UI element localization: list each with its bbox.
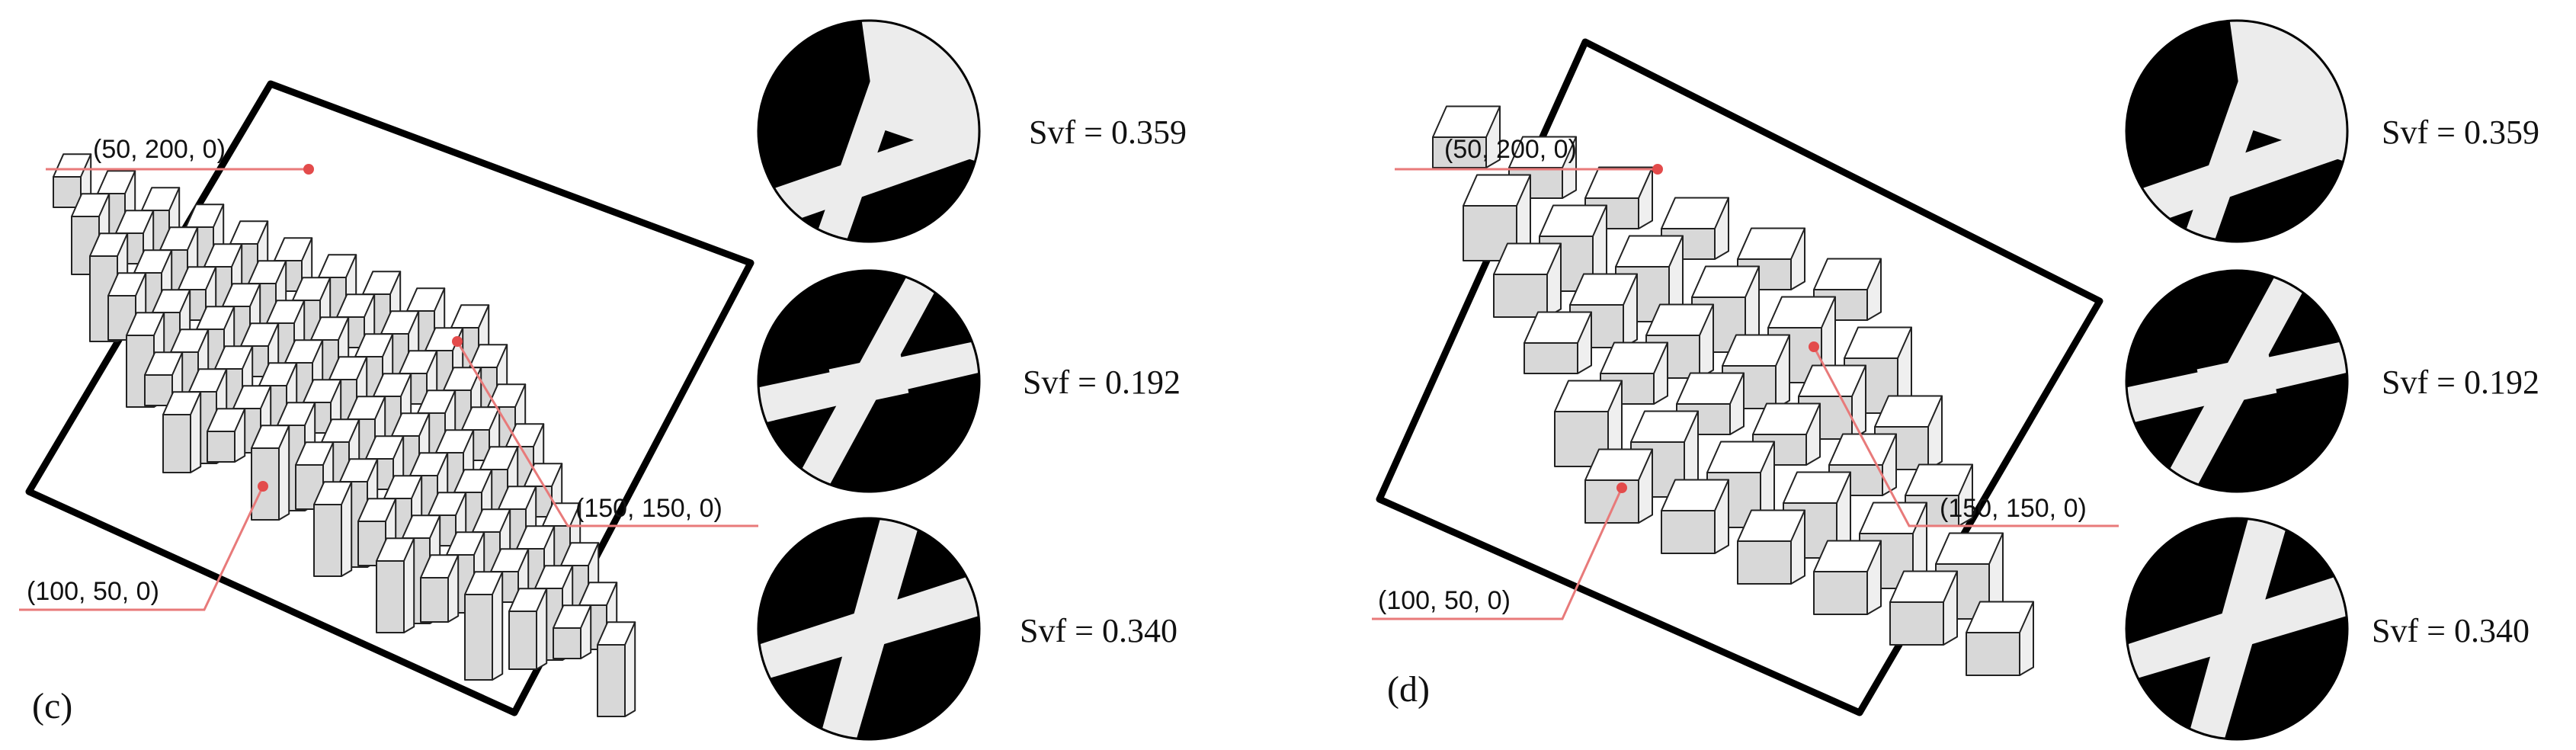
svf-value: Svf = 0.359 [1029, 114, 1187, 151]
point-label: (150, 150, 0) [1940, 494, 2087, 523]
fisheye-view-3 [757, 517, 981, 741]
panel-label: (c) [32, 686, 72, 726]
building-block [1889, 570, 1958, 646]
svf-value: Svf = 0.192 [2382, 364, 2539, 401]
building-block [420, 554, 460, 623]
measurement-point-3: (100, 50, 0) [19, 481, 268, 611]
point-label: (50, 200, 0) [1444, 135, 1577, 164]
building-block [1432, 105, 1501, 168]
building-block [376, 537, 415, 633]
measurement-point-3: (100, 50, 0) [1372, 482, 1627, 620]
building-block [1737, 509, 1805, 585]
building-blocks [1432, 105, 2034, 676]
panel-label: (d) [1387, 669, 1430, 710]
fisheye-view-3 [2125, 517, 2349, 741]
building-block [464, 571, 504, 681]
building-block [597, 621, 636, 717]
site-model-d [1376, 38, 2103, 716]
building-block [1463, 174, 1531, 261]
building-block [53, 153, 92, 208]
fisheye-view-2 [2125, 269, 2349, 493]
svf-value: Svf = 0.340 [2372, 612, 2530, 649]
measurement-point-2: (150, 150, 0) [452, 336, 758, 527]
building-block [1813, 540, 1882, 615]
building-block [162, 391, 202, 473]
building-block [508, 588, 548, 670]
svf-value: Svf = 0.340 [1020, 612, 1177, 649]
point-label: (50, 200, 0) [93, 135, 226, 164]
building-block [1966, 601, 2034, 676]
point-label: (100, 50, 0) [27, 577, 159, 606]
panel-d: (50, 200, 0) (150, 150, 0) (100, 50, 0) … [1372, 19, 2539, 741]
svf-value: Svf = 0.359 [2382, 114, 2539, 151]
measurement-point-1: (50, 200, 0) [46, 135, 314, 175]
building-block [1661, 479, 1729, 554]
panel-c: (50, 200, 0) (150, 150, 0) (100, 50, 0) … [19, 19, 1187, 741]
building-block [553, 604, 592, 659]
point-label: (100, 50, 0) [1378, 586, 1511, 615]
site-model-c [25, 80, 755, 717]
point-label: (150, 150, 0) [575, 494, 722, 523]
fisheye-view-1 [757, 19, 981, 243]
measurement-point-2: (150, 150, 0) [1809, 341, 2119, 527]
measurement-point-1: (50, 200, 0) [1395, 135, 1663, 175]
building-block [207, 408, 246, 463]
building-block [1554, 380, 1623, 467]
building-block [251, 425, 290, 521]
building-block [1493, 242, 1562, 318]
fisheye-view-2 [757, 269, 981, 493]
building-block [1752, 402, 1821, 466]
svf-value: Svf = 0.192 [1023, 364, 1181, 401]
building-blocks [53, 153, 636, 717]
fisheye-view-1 [2125, 19, 2349, 243]
building-block [313, 481, 353, 577]
building-block [1523, 311, 1592, 374]
